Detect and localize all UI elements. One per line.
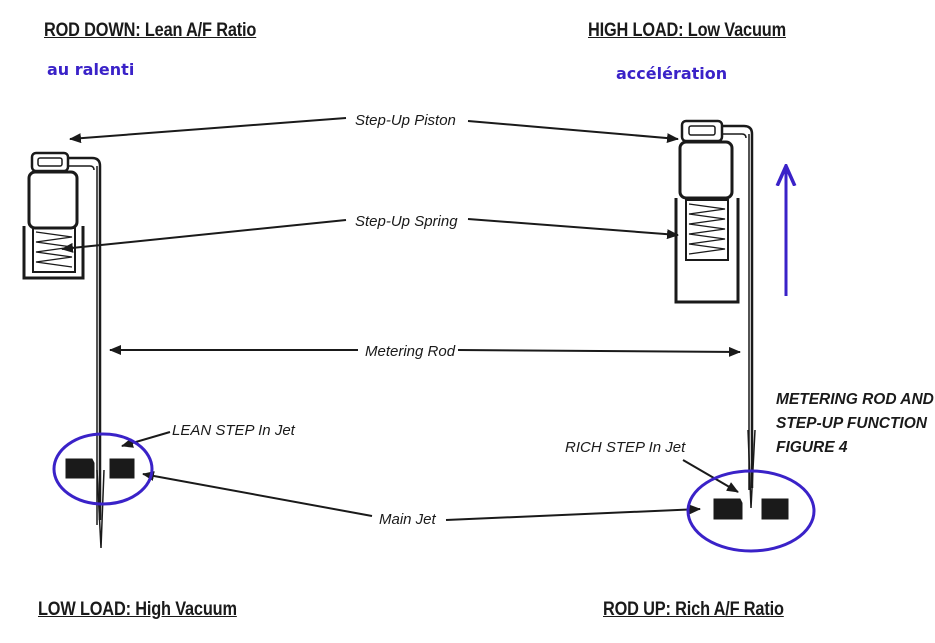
right-step-up-assembly [674,119,789,520]
left-jet-block-left [65,458,95,479]
right-piston-cap [680,119,724,143]
heading-rod-down: ROD DOWN: Lean A/F Ratio [44,20,257,41]
label-main-jet: Main Jet [379,511,437,528]
main-jet-arrow-left [142,471,373,517]
label-rich-step: RICH STEP In Jet [565,439,686,456]
piston-arrow-left [69,117,347,144]
right-jet-block-left [713,498,743,520]
spring-arrow-right [467,218,679,240]
figure-caption-line2: STEP-UP FUNCTION [776,415,928,432]
note-acceleration: accélération [616,64,728,83]
left-jet-highlight-circle [52,432,154,506]
right-step-up-spring [688,203,726,255]
right-jet-highlight-circle [686,469,816,553]
heading-rod-up: ROD UP: Rich A/F Ratio [603,599,784,620]
heading-low-load: LOW LOAD: High Vacuum [38,599,237,620]
spring-arrow-left [61,219,347,253]
main-jet-arrow-right [445,504,701,521]
left-jet-block-right [109,458,135,479]
lean-step-arrow [121,431,171,448]
right-jet-block-right [761,498,789,520]
left-piston-body [27,170,79,230]
heading-high-load: HIGH LOAD: Low Vacuum [588,20,786,41]
label-metering-rod: Metering Rod [365,343,456,360]
right-piston-body [678,140,734,200]
metering-rod-arrow-right [457,346,741,357]
piston-arrow-right [467,120,679,144]
label-step-up-spring: Step-Up Spring [355,213,458,230]
label-lean-step: LEAN STEP In Jet [172,422,296,439]
left-step-up-spring [35,231,73,268]
label-step-up-piston: Step-Up Piston [355,112,456,129]
figure-caption-line1: METERING ROD AND [776,391,934,408]
note-idle: au ralenti [47,60,135,79]
figure-caption-line3: FIGURE 4 [776,439,848,456]
rich-step-arrow [682,459,739,493]
left-step-up-assembly [22,151,135,549]
